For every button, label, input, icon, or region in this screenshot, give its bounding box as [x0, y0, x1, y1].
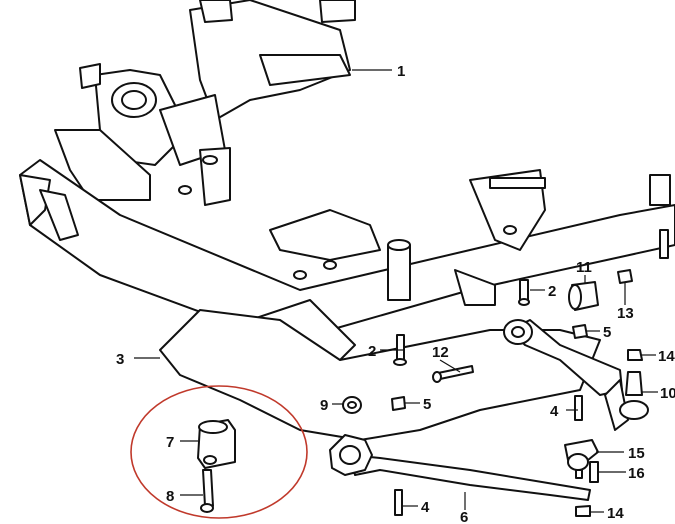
bushing-11 — [568, 281, 599, 311]
bolt-2-upper — [518, 279, 530, 306]
bolt-12 — [432, 365, 474, 383]
control-arm-lower — [329, 434, 591, 501]
bolt-top-right — [659, 229, 669, 259]
bolt-16 — [589, 461, 599, 483]
nut-13 — [617, 269, 633, 284]
callout-5-lower: 5 — [423, 396, 431, 413]
leader-lines — [134, 69, 658, 513]
nut-14-bottom — [575, 505, 591, 517]
callout-14-bottom: 14 — [607, 505, 624, 522]
callout-10: 10 — [660, 385, 675, 402]
highlight-circle — [130, 385, 308, 519]
callout-9: 9 — [320, 397, 328, 414]
callout-14-top: 14 — [658, 348, 675, 365]
bushing-9 — [342, 396, 362, 414]
nut-5-upper — [572, 324, 588, 339]
callout-4-right: 4 — [550, 403, 559, 420]
subframe-rear-structure — [54, 0, 356, 206]
callout-2-lower: 2 — [368, 343, 376, 360]
bolt-8-detail — [200, 469, 214, 513]
callout-7: 7 — [166, 434, 174, 451]
callout-12: 12 — [432, 344, 449, 361]
callout-16: 16 — [628, 465, 645, 482]
callout-11: 11 — [576, 259, 592, 276]
control-arm-upper — [503, 319, 629, 431]
callout-4-bottom: 4 — [421, 499, 430, 516]
callout-3: 3 — [116, 351, 124, 368]
bolt-2-lower — [393, 334, 407, 366]
reinforcement-plate — [159, 209, 601, 441]
bolt-4-right — [574, 395, 583, 421]
bolt-4-bottom — [394, 489, 403, 516]
bushing-7-detail — [197, 419, 236, 469]
nut-14-top — [627, 349, 643, 361]
callout-13: 13 — [617, 305, 634, 322]
callout-15: 15 — [628, 445, 645, 462]
callout-labels: 1 2 2 3 4 4 5 5 6 7 8 9 10 11 12 13 14 1… — [116, 63, 675, 524]
callout-5-upper: 5 — [603, 324, 611, 341]
callout-2-upper: 2 — [548, 283, 556, 300]
ball-joint-top — [619, 371, 649, 420]
callout-1: 1 — [397, 63, 405, 80]
ball-joint-15 — [564, 439, 599, 479]
callout-6: 6 — [460, 509, 468, 524]
nut-5-lower — [391, 396, 406, 411]
callout-8: 8 — [166, 488, 174, 505]
